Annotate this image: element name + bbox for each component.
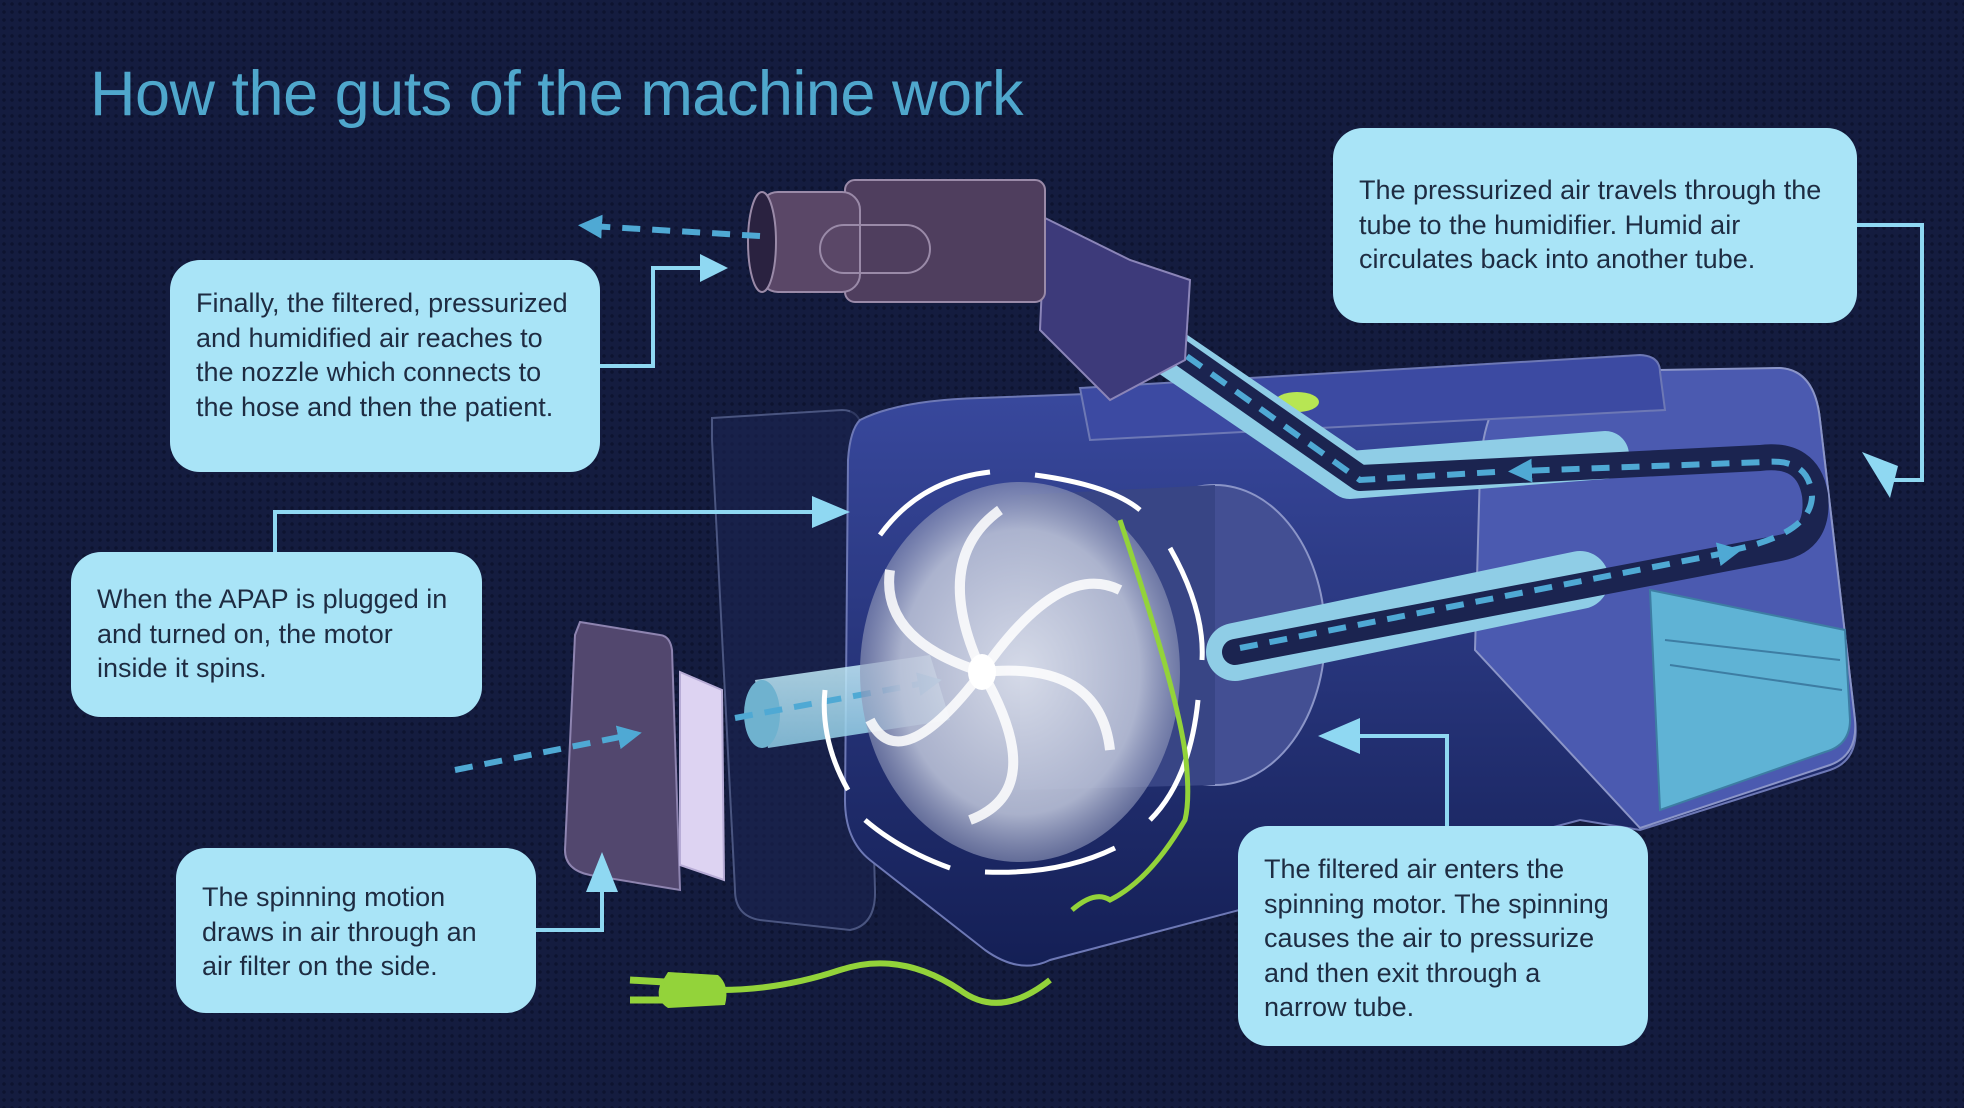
air-filter xyxy=(454,620,726,892)
internal-tubes xyxy=(1096,294,1829,681)
callout-humidifier-tube: The pressurized air travels through the … xyxy=(1333,128,1857,323)
page-title: How the guts of the machine work xyxy=(90,59,1023,129)
callout-air-filter: The spinning motion draws in air through… xyxy=(176,848,536,1013)
callout-nozzle: Finally, the filtered, pressurized and h… xyxy=(170,260,600,472)
callout-motor-spins: When the APAP is plugged in and turned o… xyxy=(71,552,482,717)
nozzle-assembly xyxy=(578,179,1192,402)
power-cord xyxy=(629,519,1191,1008)
fan xyxy=(821,469,1205,875)
callout-connectors xyxy=(273,223,1924,932)
callout-spinning-motor: The filtered air enters the spinning mot… xyxy=(1238,826,1648,1046)
